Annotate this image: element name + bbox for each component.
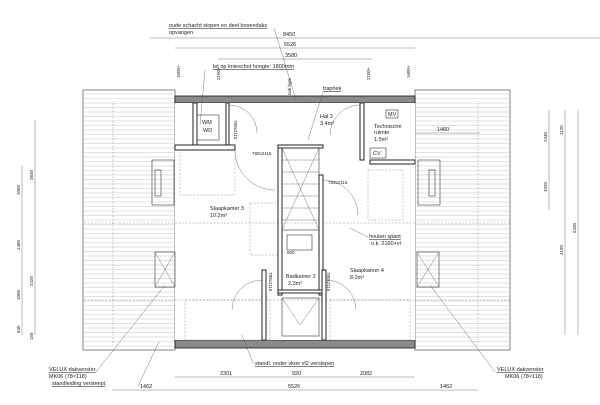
dim-right: 5430 [572,222,577,233]
dim-right: 1020 [543,181,548,192]
mv-label: MV [388,112,397,118]
washer-label: WM [202,120,212,126]
dim-right: 1340 [543,131,548,142]
cv-label: CV [373,151,381,157]
dim-right: 4190 [559,244,564,255]
dim-right-1460: 1460 [437,127,449,133]
bottom-wall [174,339,416,349]
dim-left: 150 [29,332,34,340]
dim-top-mid: 5526 [284,42,296,48]
hal-area: 3.4m² [320,121,334,127]
sink [286,234,313,251]
door-label: 780x2115 [252,151,272,156]
bad-name: Badkamer 2 [286,274,316,280]
kneewall-note: let op knieschot hoogte: 1800mm [213,64,294,70]
dim-left: 1480 [16,239,21,250]
velux-window-right [416,251,440,288]
door-label: 780x2115 [328,180,348,185]
standleiding-floor-note: standl. onder vloer vl2 verslepen [255,361,334,367]
velux-right-label: VELUX dakvenster [497,367,544,373]
door-label: 780x2115 [233,120,238,140]
bad-area: 2.3m² [288,281,302,287]
height-right-inner: 2100+ [366,67,371,80]
dim-bottom: 1462 [140,384,152,390]
height-left-inner: 2100+ [216,67,221,80]
slaap3-name: Slaapkamer 3 [210,206,244,212]
shaft-note: oude schacht slopen en deel bovendaks [169,23,267,29]
houten-spant-height: o.k. 2160+vl [371,241,401,247]
door-swings [228,104,361,311]
height-right-outer: 1600+ [406,65,411,78]
slaap4-name: Slaapkamer 4 [350,268,384,274]
traphek-label: traphek [323,86,342,92]
floor-area [175,103,415,340]
hal-name: Hal 3 [320,114,333,120]
shower [281,297,320,337]
dim-top-inner: 3580 [285,53,297,59]
slaap4-area: 8.2m² [350,275,364,281]
tech-area: 1.5m² [374,137,388,143]
dim-bottom: 2301 [220,371,232,377]
tech-name: Technische [374,124,402,130]
velux-left-label: VELUX dakvenster [49,367,96,373]
washer-dryer-box [196,114,220,141]
dim-left: 2325 [29,275,34,286]
velux-left-size: MK06 (78×118) [49,374,87,380]
roof-hatching [83,93,510,347]
height-left-outer: 1600+ [176,65,181,78]
dormer-right [417,159,441,206]
walls [174,102,416,341]
dim-bottom: 5526 [288,384,300,390]
slaap3-area: 10.2m² [210,213,227,219]
houten-spant-label: houten spant [369,234,401,240]
tech-name-2: ruimte [374,130,389,136]
door-label: 780x2115 [326,272,331,292]
dim-top-overall: 8450 [283,32,295,38]
dim-left: 640 [16,325,21,333]
velux-window-left [154,251,176,288]
dim-left: 1000 [16,184,21,195]
dim-left: 2835 [29,169,34,180]
height-ridge: nok hgte [287,77,292,95]
standleiding-moved-note: standleiding versleept [52,381,106,387]
velux-right-size: MK06 (78×118) [505,374,543,380]
staircase[interactable] [281,147,320,231]
dim-bottom: 920 [292,371,301,377]
sink-label: 600 [287,250,295,255]
dryer-label: WD [203,128,212,134]
door-label: 780x2115 [268,272,273,292]
dormer-left [151,159,175,206]
dim-bottom: 2082 [360,371,372,377]
dim-left: 1000 [16,289,21,300]
dim-right: 1120 [559,125,564,135]
dim-bottom: 1462 [440,384,452,390]
shaft-note-2: opvangen [169,30,193,36]
